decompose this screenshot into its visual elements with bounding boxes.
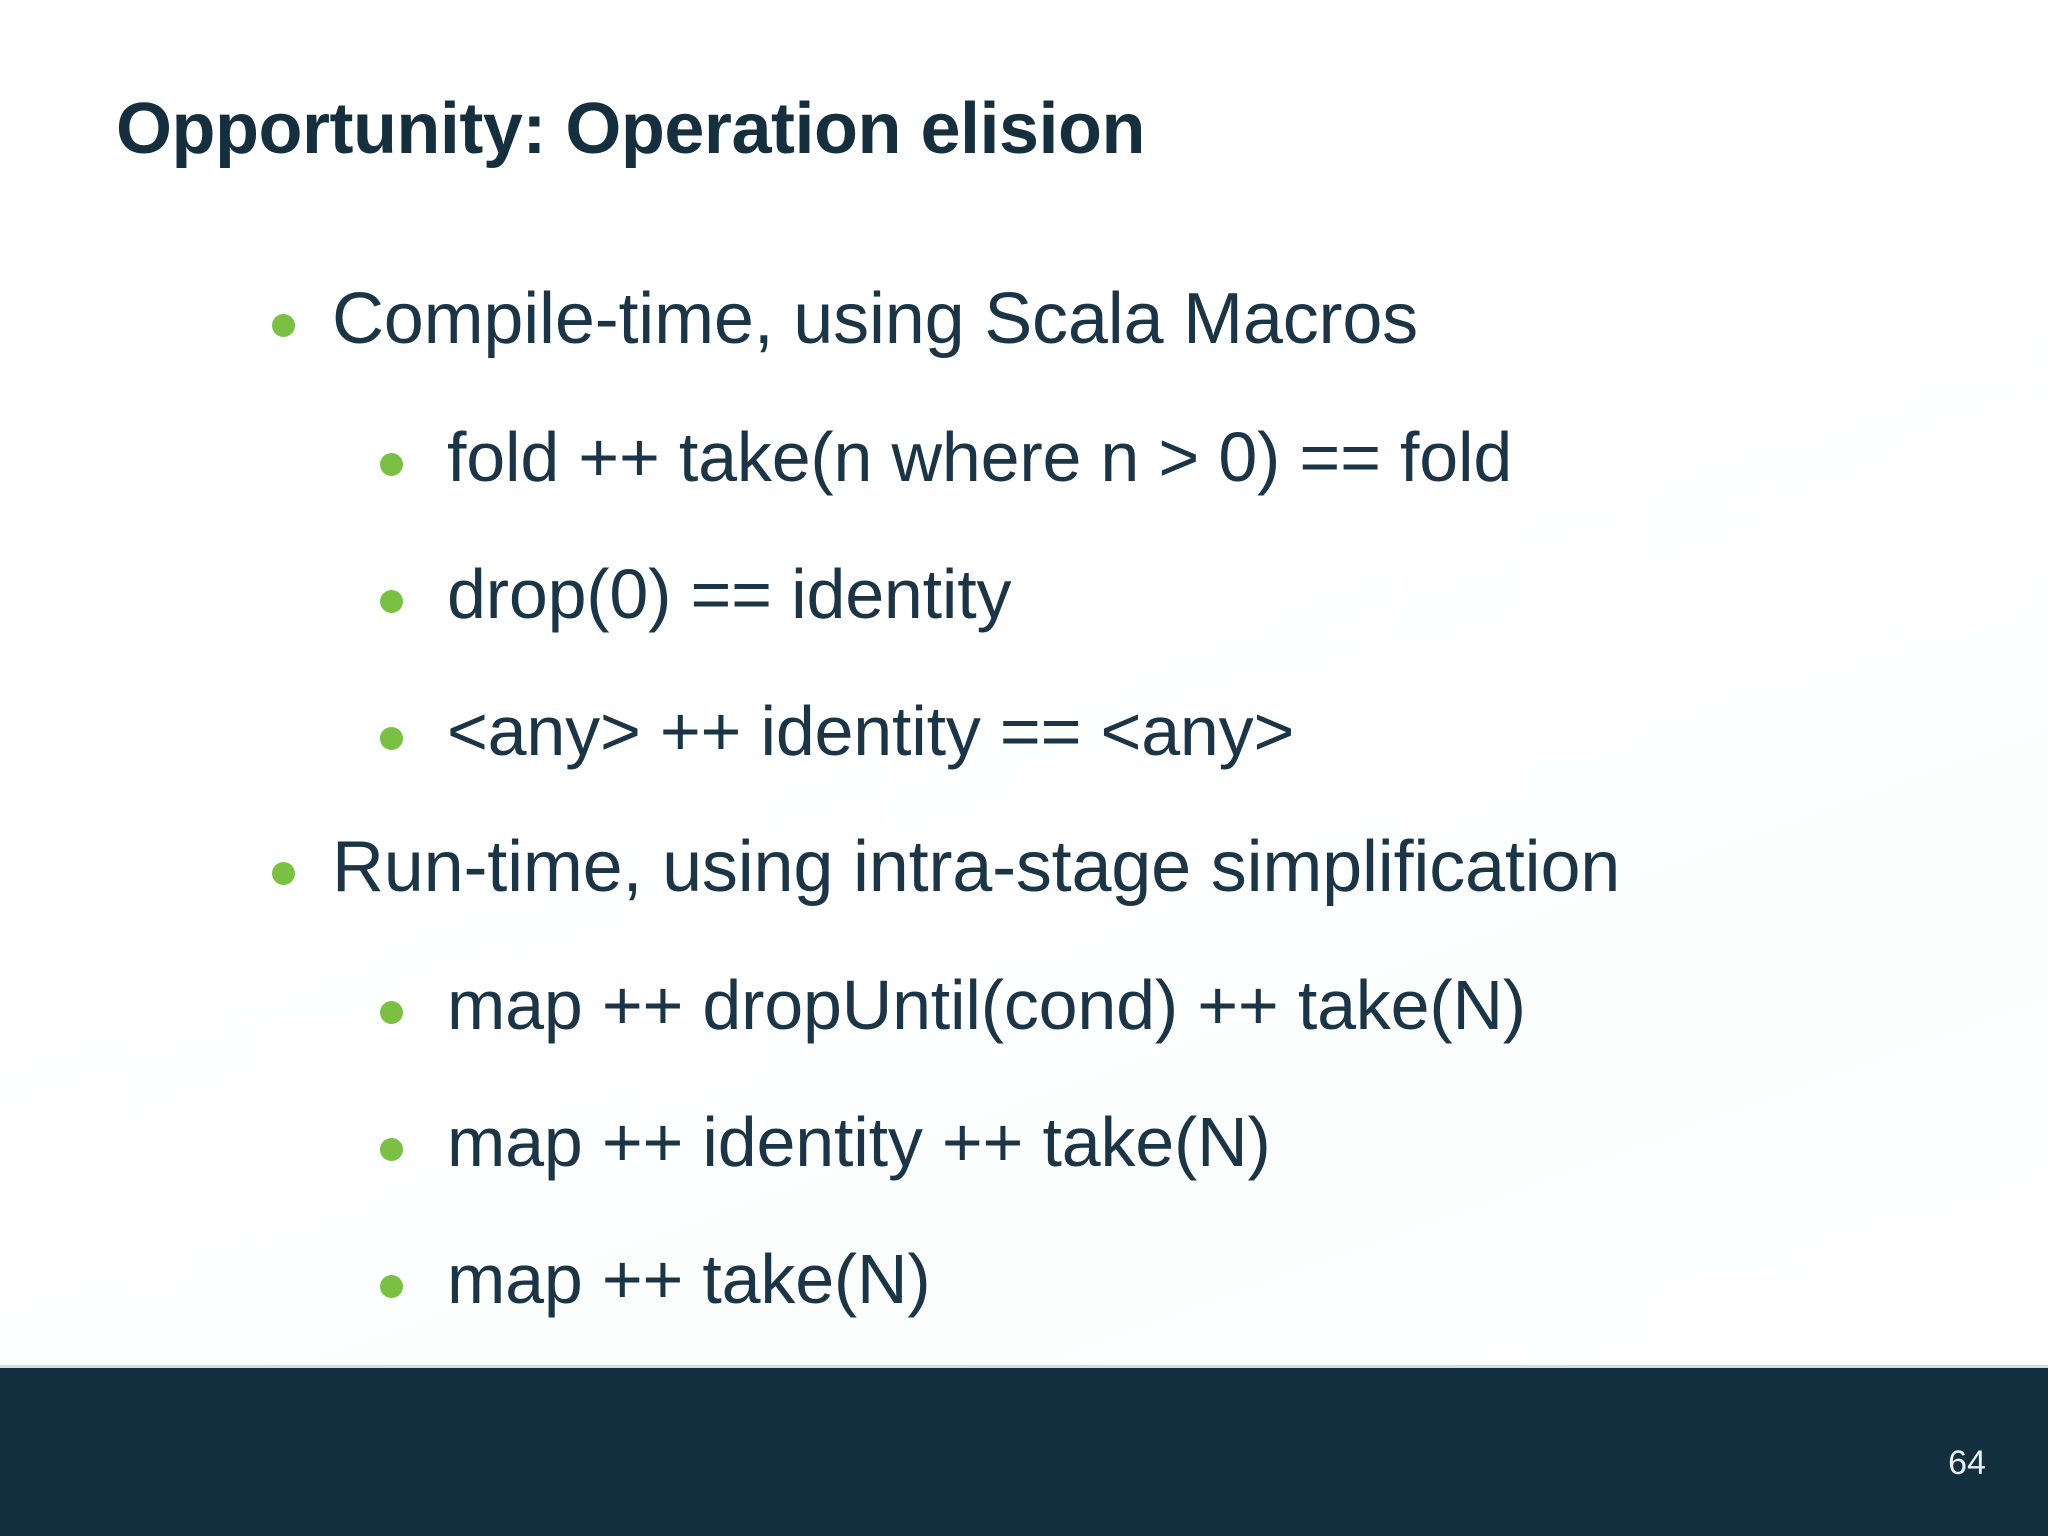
bullet-marker-icon	[272, 314, 295, 337]
list-item: fold ++ take(n where n > 0) == fold	[0, 415, 2048, 552]
list-item-label: Run-time, using intra-stage simplificati…	[332, 827, 1621, 907]
list-item: drop(0) == identity	[0, 552, 2048, 689]
page-title: Opportunity: Operation elision	[116, 89, 1146, 169]
list-item-label: Compile-time, using Scala Macros	[332, 279, 1418, 359]
bullet-marker-icon	[380, 1138, 403, 1161]
bullet-marker-icon	[380, 1001, 403, 1024]
list-item: Compile-time, using Scala Macros	[0, 278, 2048, 415]
bullet-marker-icon	[272, 862, 295, 885]
list-item: map ++ dropUntil(cond) ++ take(N)	[0, 963, 2048, 1100]
list-item-label: map ++ identity ++ take(N)	[447, 1103, 1271, 1181]
bullet-marker-icon	[380, 727, 403, 750]
list-item-label: map ++ dropUntil(cond) ++ take(N)	[447, 966, 1526, 1044]
bullet-list: Compile-time, using Scala Macros fold ++…	[0, 278, 2048, 1374]
list-item-label: map ++ take(N)	[447, 1240, 931, 1318]
list-item-label: <any> ++ identity == <any>	[447, 692, 1295, 770]
list-item: Run-time, using intra-stage simplificati…	[0, 826, 2048, 963]
list-item: <any> ++ identity == <any>	[0, 689, 2048, 826]
list-item: map ++ take(N)	[0, 1237, 2048, 1374]
list-item-label: fold ++ take(n where n > 0) == fold	[447, 418, 1513, 496]
list-item: map ++ identity ++ take(N)	[0, 1100, 2048, 1237]
bullet-marker-icon	[380, 1275, 403, 1298]
footer-bar: 64	[0, 1365, 2048, 1536]
page-number: 64	[1948, 1444, 1986, 1482]
bullet-marker-icon	[380, 590, 403, 613]
bullet-marker-icon	[380, 453, 403, 476]
list-item-label: drop(0) == identity	[447, 555, 1012, 633]
